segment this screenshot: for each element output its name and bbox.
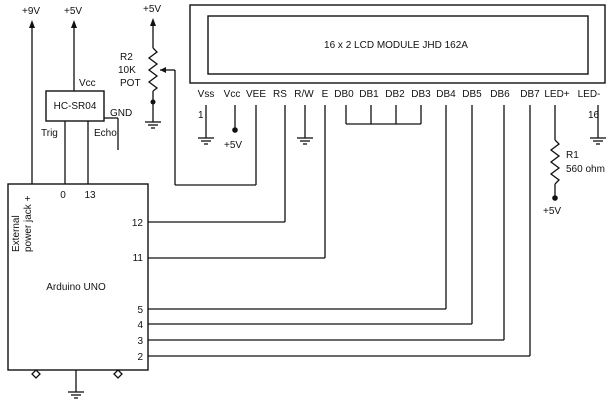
arduino-pin-12: 12 (132, 218, 144, 229)
lcd-pin-first-number: 1 (198, 110, 204, 121)
hc-sr04-module (45, 90, 105, 122)
lcd-vcc-supply-label: +5V (224, 140, 242, 151)
lcd-pin-label-db1: DB1 (359, 89, 379, 100)
arduino-pin-3: 3 (137, 336, 143, 347)
supply-5v-pot-arrow-icon (150, 18, 156, 26)
lcd-screen (207, 15, 589, 75)
lcd-pin-label-rw: R/W (294, 89, 314, 100)
lcd-pin-last-number: 16 (588, 110, 600, 121)
ground-arduino (68, 391, 84, 399)
hc-sr04-pin-echo: Echo (94, 128, 117, 139)
arduino-power-jack-label-1: External (11, 215, 22, 252)
lcd-pin-label-rs: RS (273, 89, 287, 100)
hc-sr04-pin-gnd: GND (110, 108, 132, 119)
arduino-pin-2: 2 (137, 352, 143, 363)
lcd-pin-label-db6: DB6 (490, 89, 510, 100)
lcd-pin-label-db7: DB7 (520, 89, 540, 100)
lcd-pin-label-db0: DB0 (334, 89, 354, 100)
lcd-title: 16 x 2 LCD MODULE JHD 162A (324, 40, 468, 51)
supply-5v-pot-label: +5V (143, 4, 161, 15)
lcd-pin-label-vee: VEE (246, 89, 266, 100)
pot-value: 10K (118, 65, 136, 76)
ground-lcd-rw (297, 137, 313, 145)
resistor-r1-icon (549, 139, 561, 185)
supply-5v-sensor: +5V (64, 6, 82, 28)
junction-dot-pot (150, 99, 156, 105)
lcd-pin-label-led: LED+ (544, 89, 569, 100)
arduino-name: Arduino UNO (46, 282, 106, 293)
lcd-pin-label-vss: Vss (198, 89, 215, 100)
arduino-pin-11: 11 (133, 253, 144, 264)
ground-lcd-vss (198, 137, 214, 145)
arduino-power-jack-label-2: power jack + (23, 195, 34, 252)
board-mount-right (113, 369, 123, 379)
supply-5v-sensor-arrow-icon (71, 20, 77, 28)
hc-sr04-name: HC-SR04 (54, 101, 97, 112)
supply-5v-sensor-label: +5V (64, 6, 82, 17)
board-mount-left (31, 369, 41, 379)
lcd-pin-label-db5: DB5 (462, 89, 482, 100)
ground-pot (145, 118, 161, 129)
pot-wiper-arrow-icon (160, 67, 166, 73)
pot-type: POT (120, 78, 141, 89)
lcd-pin-label-db2: DB2 (385, 89, 405, 100)
arduino-pin-0: 0 (60, 190, 66, 201)
arduino-pin-13: 13 (84, 190, 96, 201)
ground-lcd-led-minus (590, 137, 606, 145)
supply-5v-pot: +5V (143, 4, 161, 26)
supply-9v-arrow-icon (29, 20, 35, 28)
lcd-pin-label-vcc: Vcc (224, 89, 241, 100)
pot-ref: R2 (120, 52, 133, 63)
resistor-ref: R1 (566, 150, 579, 161)
hc-sr04-pin-trig: Trig (41, 128, 58, 139)
hc-sr04-pin-vcc: Vcc (79, 78, 96, 89)
junction-dot-lcd-vcc (232, 127, 238, 133)
arduino-pin-4: 4 (137, 320, 143, 331)
arduino-uno-board (7, 183, 149, 371)
resistor-supply-label: +5V (543, 206, 561, 217)
lcd-pin-label-led: LED- (578, 89, 601, 100)
supply-9v-label: +9V (22, 6, 40, 17)
potentiometer-symbol-icon (147, 47, 159, 92)
resistor-value: 560 ohm (566, 164, 605, 175)
lcd-pin-label-db3: DB3 (411, 89, 431, 100)
lcd-pin-labels: Vss Vcc VEE RS R/W E DB0 DB1 DB2 DB3 DB4 DB5 DB6 DB7 L… (198, 89, 601, 100)
arduino-pin-5: 5 (137, 305, 143, 316)
supply-9v: +9V (22, 6, 40, 28)
junction-dot-r1 (552, 195, 558, 201)
lcd-pin-label-db4: DB4 (436, 89, 456, 100)
lcd-pin-label-e: E (322, 89, 329, 100)
